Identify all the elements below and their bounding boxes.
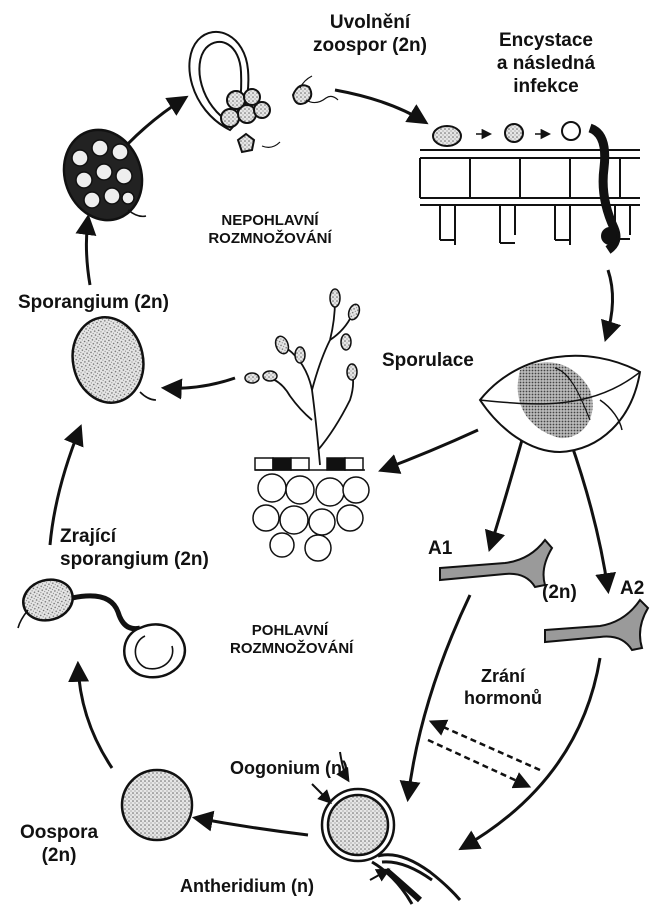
arrow-to-sporangium [165,378,235,388]
label-line: ROZMNOŽOVÁNÍ [200,230,340,248]
hypha-a2 [545,600,648,650]
hormone-arrows [428,722,540,786]
encystment-stages [433,122,618,250]
label-encystment: Encystace a následná infekce [466,30,626,98]
label-line: Encystace [466,30,626,53]
label-oogonium: Oogonium (n) [230,758,348,780]
sporangiophore [245,289,369,561]
hypha-a1 [440,540,552,587]
arrow-to-sporangiophore [382,430,478,470]
label-a2: A2 [620,578,644,601]
label-line: Oospora [14,822,104,845]
label-line: hormonů [448,688,558,710]
arrow-to-encystment [335,90,425,122]
zoosporangium [52,119,155,231]
label-sexual-reproduction: POHLAVNÍ ROZMNOŽOVÁNÍ [230,622,350,658]
label-line: ROZMNOŽOVÁNÍ [230,640,350,658]
label-line: POHLAVNÍ [230,622,350,640]
arrow-to-a1 [490,440,522,548]
label-line: Zrající [60,526,209,549]
label-a1: A1 [428,538,452,561]
label-zoospore-release: Uvolnění zoospor (2n) [300,12,440,58]
label-line: sporangium (2n) [60,549,209,572]
label-line: NEPOHLAVNÍ [200,212,340,230]
label-oospore: Oospora (2n) [14,822,104,868]
free-zoospores [293,76,338,104]
label-sporulation: Sporulace [382,350,474,373]
arrow-to-sporulation [606,270,613,338]
sporangium [65,311,156,410]
arrow-oospore-up [78,665,112,768]
label-line: (2n) [14,845,104,868]
label-asexual-reproduction: NEPOHLAVNÍ ROZMNOŽOVÁNÍ [200,212,340,248]
label-antheridium: Antheridium (n) [180,876,314,898]
label-line: zoospor (2n) [300,35,440,58]
label-diploid: (2n) [542,582,577,605]
arrow-to-a2 [570,440,608,590]
infected-leaf [480,356,640,452]
label-line: infekce [466,76,626,99]
arrow-to-zoospore-sac [122,98,185,150]
arrow-sporangium-up [86,218,90,285]
oospore [122,770,192,840]
label-sporangium: Sporangium (2n) [18,292,169,315]
arrow-to-oospore [196,818,308,835]
label-line: Zrání [448,666,558,688]
maturing-sporangium [18,574,185,677]
label-hormone-maturation: Zrání hormonů [448,666,558,709]
label-line: a následná [466,53,626,76]
label-line: Uvolnění [300,12,440,35]
zoospore-sac [189,32,280,152]
label-maturing-sporangium: Zrající sporangium (2n) [60,526,209,572]
